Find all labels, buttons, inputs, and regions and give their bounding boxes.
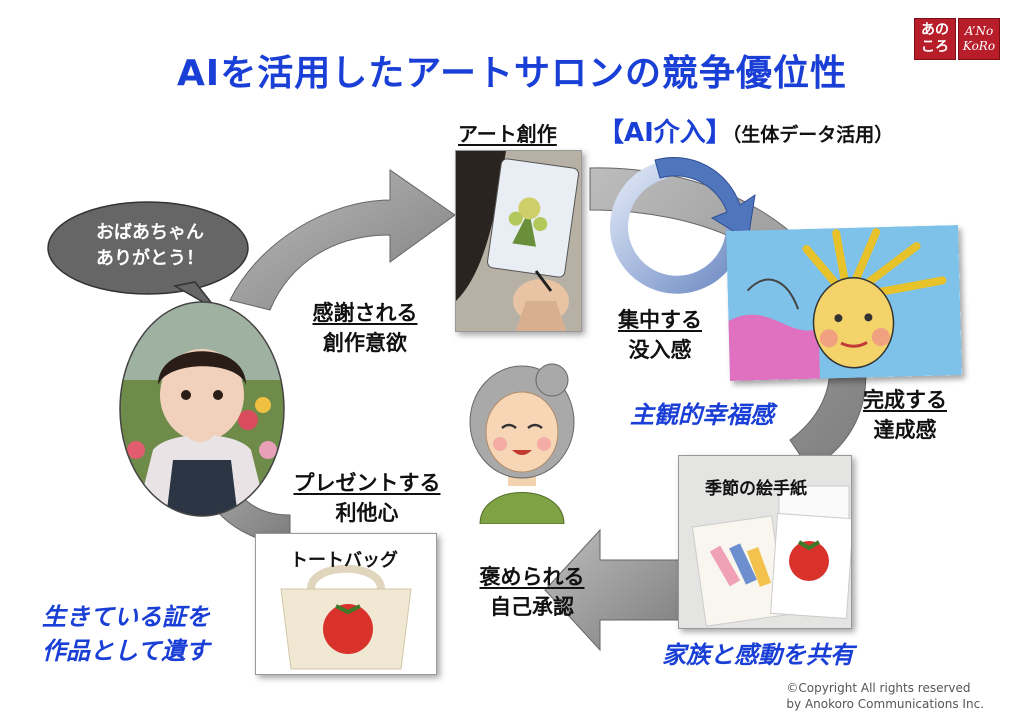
art-creation-heading: アート創作	[458, 118, 557, 147]
subjective-happiness-label: 主観的幸福感	[630, 401, 774, 429]
tote-caption: トートバッグ	[290, 550, 398, 571]
praised-label: 褒められる 自己承認	[462, 562, 602, 622]
concentrate-label: 集中する 没入感	[600, 305, 720, 365]
postcards-image	[679, 456, 851, 628]
company-logo-jp: あの ころ	[914, 18, 956, 60]
liberty-artwork	[726, 224, 962, 382]
arrow-to-art	[229, 169, 456, 311]
art-creation-label: アート創作	[458, 122, 557, 146]
ai-intervention-heading: 【AI介入】（生体データ活用）	[598, 112, 893, 149]
ai-intervention-note: （生体データ活用）	[731, 124, 894, 146]
present-top: プレゼントする	[293, 471, 441, 495]
tablet-drawing-photo	[455, 150, 582, 332]
praised-top: 褒められる	[479, 565, 585, 589]
logo-en-line1: A’No	[964, 24, 994, 38]
logo-en-line2: KoRo	[962, 39, 996, 53]
tablet-drawing-image	[456, 151, 581, 331]
present-bottom: 利他心	[335, 501, 399, 525]
child-photo	[119, 301, 285, 517]
complete-label: 完成する 達成感	[845, 385, 965, 445]
speech-bubble-shape	[47, 201, 249, 311]
legacy-line2: 作品として遺す	[42, 637, 210, 665]
postcards-photo	[678, 455, 852, 629]
ai-intervention-label: 【AI介入】	[598, 118, 732, 148]
company-logo-en: A’No KoRo	[958, 18, 1000, 60]
logo-jp-line2: ころ	[921, 39, 949, 55]
complete-top: 完成する	[863, 388, 947, 412]
legacy-label: 生きている証を 作品として遺す	[42, 600, 210, 668]
grandmother-illustration	[469, 363, 575, 524]
copyright-line1: ©Copyright All rights reserved	[786, 681, 971, 695]
copyright-notice: ©Copyright All rights reserved by Anokor…	[786, 680, 984, 712]
tote-bag-photo	[255, 533, 437, 675]
liberty-artwork-image	[726, 224, 962, 382]
gratitude-top: 感謝される	[312, 301, 418, 325]
gratitude-bottom: 創作意欲	[323, 331, 407, 355]
concentrate-top: 集中する	[618, 308, 702, 332]
logo-jp-line1: あの	[921, 22, 949, 38]
legacy-line1: 生きている証を	[42, 603, 210, 631]
arrow-to-praised	[544, 528, 681, 652]
family-share-label: 家族と感動を共有	[662, 641, 854, 669]
present-label: プレゼントする 利他心	[282, 468, 452, 528]
speech-bubble-text: おばあちゃん ありがとう！	[60, 220, 240, 272]
concentrate-bottom: 没入感	[628, 338, 692, 362]
ai-cycle-ring	[610, 156, 756, 294]
page-title: AIを活用したアートサロンの競争優位性	[176, 53, 848, 94]
complete-bottom: 達成感	[873, 418, 937, 442]
postcard-caption: 季節の絵手紙	[705, 479, 807, 499]
gratitude-label: 感謝される 創作意欲	[290, 298, 440, 358]
praised-bottom: 自己承認	[490, 595, 574, 619]
speech-line2: ありがとう！	[96, 248, 204, 269]
copyright-line2: by Anokoro Communications Inc.	[786, 697, 984, 711]
tote-bag-image	[256, 534, 436, 674]
speech-line1: おばあちゃん	[96, 222, 204, 243]
